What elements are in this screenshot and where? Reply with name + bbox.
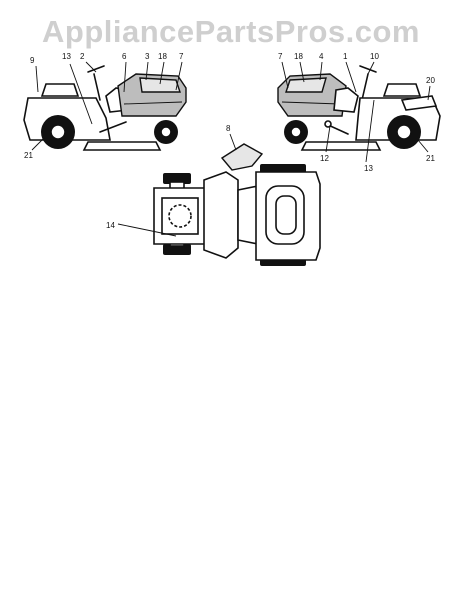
watermark: AppliancePartsPros.com: [42, 14, 420, 49]
leader-18: [299, 61, 305, 83]
callout-20: 20: [426, 76, 435, 85]
rear-hub: [50, 124, 66, 140]
dash-area: [203, 171, 239, 259]
rear-hitch-plate: [400, 95, 438, 111]
leader-14: [117, 223, 177, 237]
leader-7: [281, 61, 289, 89]
callout-7: 7: [179, 52, 184, 61]
leader-8: [229, 133, 237, 151]
callout-1: 1: [343, 52, 348, 61]
dash-panel: [333, 87, 359, 113]
steering-column: [93, 73, 101, 101]
leader-9: [35, 65, 39, 93]
callout-2: 2: [80, 52, 85, 61]
callout-6: 6: [122, 52, 127, 61]
steering-wheel: [87, 65, 105, 73]
seat-cushion: [275, 195, 297, 235]
seat: [382, 83, 422, 97]
callout-18: 18: [294, 52, 303, 61]
hood-top-decal: [139, 77, 181, 93]
leader-12: [325, 125, 331, 153]
right-side-view: 7 18 4 1 10 20 12 13 21: [277, 52, 441, 173]
callout-12: 12: [320, 154, 329, 163]
leader-20: [427, 85, 431, 101]
callout-13: 13: [364, 164, 373, 173]
leader-10: [367, 61, 375, 75]
left-side-view: 9 13 2 6 3 18 7 21: [23, 52, 187, 160]
leader-1: [345, 61, 357, 93]
leader-13: [365, 99, 375, 163]
hood-top-decal: [285, 77, 327, 93]
leader-13: [69, 63, 93, 125]
lift-lever: [99, 121, 127, 133]
callout-9: 9: [30, 56, 35, 65]
leader-6: [123, 61, 127, 93]
hood-emblem: [168, 204, 192, 228]
leader-4: [319, 61, 323, 81]
lever-knob: [324, 120, 332, 128]
callout-3: 3: [145, 52, 150, 61]
callout-10: 10: [370, 52, 379, 61]
callout-21: 21: [426, 154, 435, 163]
mower-deck: [82, 141, 162, 151]
hood-stripe: [281, 101, 341, 105]
leader-3: [145, 61, 149, 81]
leader-18: [159, 61, 165, 85]
rear-hub: [396, 124, 412, 140]
leader-2: [85, 61, 97, 73]
hood-stripe: [123, 101, 183, 105]
callout-8: 8: [226, 124, 231, 133]
callout-4: 4: [319, 52, 324, 61]
leader-21: [31, 137, 45, 151]
steering-column: [361, 73, 369, 101]
top-view: 8 14: [106, 124, 321, 266]
steering-pod: [220, 143, 264, 171]
mower-deck: [300, 141, 382, 151]
front-hub: [160, 126, 172, 138]
callout-21: 21: [24, 151, 33, 160]
leader-7: [175, 61, 183, 91]
seat: [40, 83, 80, 97]
callout-18: 18: [158, 52, 167, 61]
callout-7: 7: [278, 52, 283, 61]
front-hub: [290, 126, 302, 138]
leader-21: [417, 139, 429, 153]
callout-13: 13: [62, 52, 71, 61]
steering-wheel: [359, 65, 377, 73]
callout-14: 14: [106, 221, 115, 230]
